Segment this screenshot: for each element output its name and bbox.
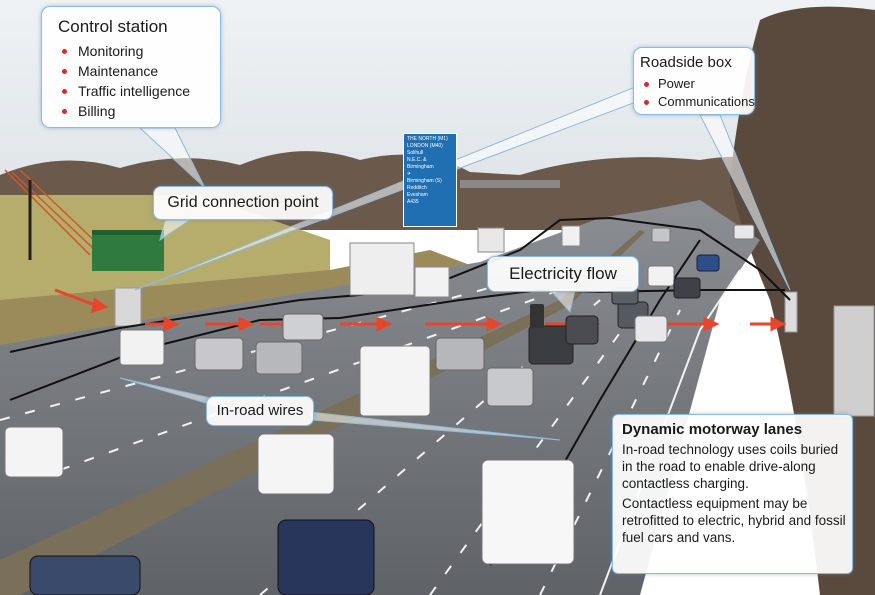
airport-icon: ✈ bbox=[407, 171, 453, 178]
motorway-direction-sign: THE NORTH (M1) LONDON (M40) Solihull N.E… bbox=[403, 133, 457, 227]
sign-line: Redditch bbox=[407, 185, 453, 192]
control-station-list: Monitoring Maintenance Traffic intellige… bbox=[58, 41, 220, 121]
roadside-box-callout: Roadside box Power Communications bbox=[633, 47, 755, 115]
list-item: Power bbox=[640, 75, 754, 93]
control-station-callout: Control station Monitoring Maintenance T… bbox=[41, 6, 221, 128]
electricity-flow-label: Electricity flow bbox=[487, 256, 639, 292]
grid-connection-cabinet bbox=[115, 288, 141, 326]
dynamic-lanes-paragraph: In-road technology uses coils buried in … bbox=[622, 441, 852, 492]
control-station-title: Control station bbox=[58, 17, 220, 37]
list-item: Maintenance bbox=[58, 61, 220, 81]
dynamic-motorway-lanes-callout: Dynamic motorway lanes In-road technolog… bbox=[612, 414, 853, 574]
distant-bridge bbox=[460, 180, 560, 188]
list-item: Traffic intelligence bbox=[58, 81, 220, 101]
roadside-box-list: Power Communications bbox=[640, 75, 754, 111]
dynamic-lanes-title: Dynamic motorway lanes bbox=[622, 421, 852, 438]
grid-connection-point-label: Grid connection point bbox=[153, 186, 333, 220]
roadside-sign-panel bbox=[834, 306, 874, 416]
sign-line: Solihull bbox=[407, 150, 453, 157]
sign-line: Evesham bbox=[407, 192, 453, 199]
in-road-wires-label: In-road wires bbox=[206, 396, 314, 426]
list-item: Communications bbox=[640, 93, 754, 111]
roadside-box-title: Roadside box bbox=[640, 54, 754, 71]
sign-line: LONDON (M40) bbox=[407, 143, 453, 150]
dynamic-lanes-paragraph: Contactless equipment may be retrofitted… bbox=[622, 495, 852, 546]
list-item: Billing bbox=[58, 101, 220, 121]
sign-line: A435 bbox=[407, 199, 453, 206]
sign-line: Birmingham bbox=[407, 164, 453, 171]
list-item: Monitoring bbox=[58, 41, 220, 61]
sign-line: Birmingham (S) bbox=[407, 178, 453, 185]
sign-line: THE NORTH (M1) bbox=[407, 136, 453, 143]
sign-line: N.E.C. & bbox=[407, 157, 453, 164]
substation-building bbox=[92, 233, 164, 271]
